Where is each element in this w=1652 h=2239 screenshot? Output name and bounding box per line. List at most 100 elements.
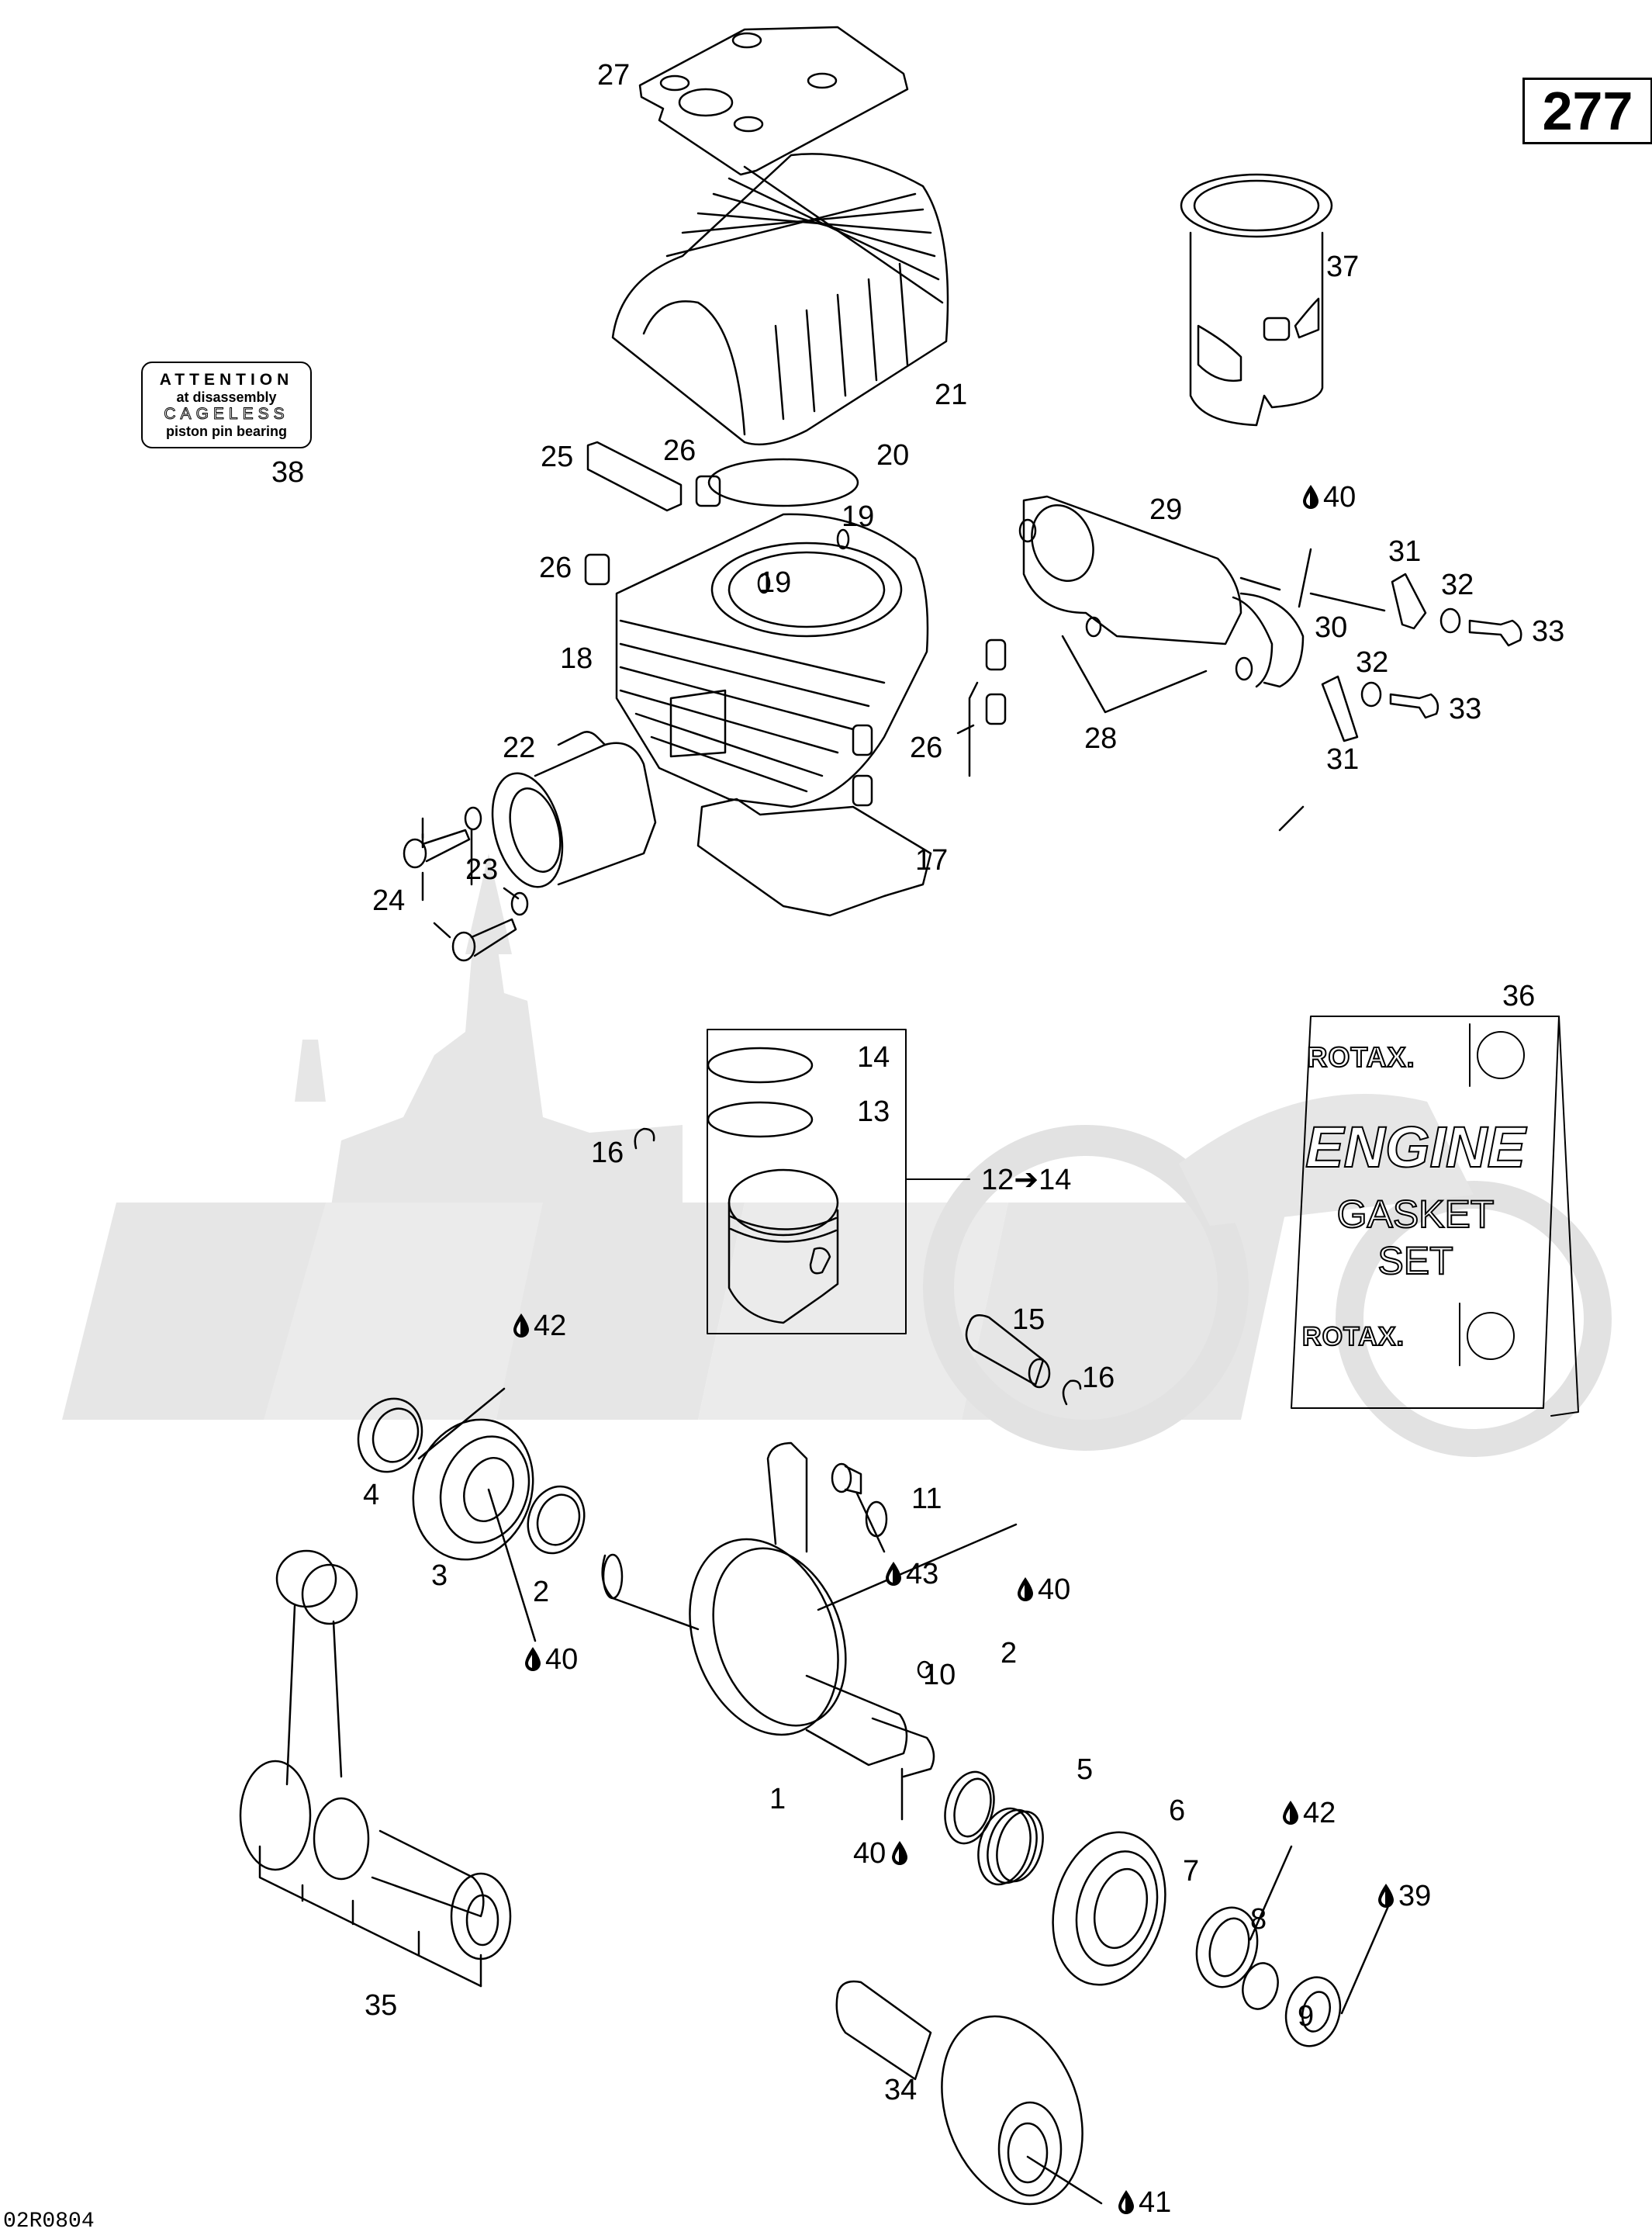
callout-number: 19: [842, 500, 875, 533]
callout-29[interactable]: 29: [1149, 495, 1182, 524]
callout-16[interactable]: 16: [1082, 1363, 1115, 1393]
page-number: 277: [1522, 78, 1652, 144]
callout-number: 2: [1001, 1637, 1018, 1670]
callout-8[interactable]: 8: [1250, 1905, 1267, 1934]
callout-number: 32: [1441, 569, 1474, 601]
callout-40[interactable]: 40: [1016, 1575, 1070, 1604]
callout-20[interactable]: 20: [876, 441, 909, 470]
callout-36[interactable]: 36: [1502, 980, 1536, 1012]
circlip-part: [634, 1127, 655, 1150]
callout-number: 33: [1532, 615, 1565, 648]
callout-23[interactable]: 23: [465, 855, 498, 884]
piston-kit-range-label[interactable]: 12➔14: [981, 1164, 1072, 1196]
callout-number: 41: [1139, 2186, 1172, 2219]
callout-32[interactable]: 32: [1441, 570, 1474, 600]
callout-16[interactable]: 16: [591, 1138, 624, 1168]
callout-19[interactable]: 19: [842, 502, 874, 531]
callout-22[interactable]: 22: [503, 733, 535, 763]
nut-part: [1284, 1976, 1342, 2047]
screw-part: [1468, 619, 1522, 647]
gasket-kit-label: ROTAX. ENGINE GASKET SET ROTAX.: [1287, 1013, 1543, 1407]
callout-41[interactable]: 41: [1117, 2188, 1171, 2217]
rubber-block-part: [985, 638, 1007, 671]
callout-15[interactable]: 15: [1012, 1305, 1045, 1334]
callout-21[interactable]: 21: [935, 380, 967, 410]
callout-number: 2: [533, 1576, 550, 1608]
callout-3[interactable]: 3: [431, 1561, 448, 1590]
callout-7[interactable]: 7: [1183, 1857, 1199, 1886]
callout-40[interactable]: 40: [524, 1645, 578, 1674]
callout-13[interactable]: 13: [857, 1097, 890, 1126]
callout-10[interactable]: 10: [923, 1660, 956, 1690]
callout-40[interactable]: 40: [1301, 483, 1356, 512]
callout-33[interactable]: 33: [1449, 694, 1481, 724]
callout-number: 20: [876, 439, 910, 472]
screw-part: [403, 829, 471, 869]
callout-4[interactable]: 4: [363, 1480, 379, 1510]
callout-number: 15: [1012, 1303, 1045, 1336]
lock-washer-part: [510, 891, 529, 916]
piston-kit-frame: [707, 1029, 907, 1334]
callout-42[interactable]: 42: [1281, 1798, 1336, 1828]
callout-28[interactable]: 28: [1084, 724, 1117, 753]
kit-title-engine: ENGINE: [1305, 1114, 1526, 1180]
gasket-kit-package: [1291, 1016, 1579, 1417]
ball-bearing-part: [1052, 1831, 1166, 1986]
callout-2[interactable]: 2: [1001, 1639, 1017, 1668]
callout-number: 8: [1250, 1903, 1267, 1936]
callout-34[interactable]: 34: [884, 2075, 917, 2105]
callout-40[interactable]: 40: [853, 1839, 909, 1868]
callout-number: 37: [1326, 251, 1360, 283]
ball-bearing-part: [412, 1418, 534, 1561]
oil-drop-icon: [1016, 1576, 1035, 1602]
oil-drop-icon: [884, 1560, 903, 1587]
callout-14[interactable]: 14: [857, 1043, 890, 1072]
callout-38[interactable]: 38: [271, 456, 305, 489]
callout-35[interactable]: 35: [365, 1991, 397, 2020]
callout-number: 28: [1084, 722, 1118, 755]
callout-11[interactable]: 11: [911, 1484, 942, 1514]
crankshaft-half-part: [835, 1980, 1083, 2206]
callout-32[interactable]: 32: [1356, 648, 1388, 677]
notice-line-4: piston pin bearing: [166, 424, 287, 439]
callout-31[interactable]: 31: [1388, 537, 1421, 566]
cylinder-liner-part: [1180, 173, 1333, 427]
callout-number: 40: [545, 1643, 579, 1676]
callout-24[interactable]: 24: [372, 886, 405, 915]
callout-26[interactable]: 26: [910, 733, 942, 763]
callout-31[interactable]: 31: [1326, 745, 1359, 774]
callout-26[interactable]: 26: [539, 553, 572, 583]
callout-33[interactable]: 33: [1532, 617, 1564, 646]
circlip-part: [1062, 1379, 1082, 1406]
callout-number: 13: [857, 1095, 890, 1128]
callout-18[interactable]: 18: [560, 644, 593, 673]
callout-number: 17: [915, 844, 949, 877]
callout-37[interactable]: 37: [1326, 252, 1359, 282]
rubber-block-part: [695, 475, 721, 507]
lock-washer-part: [464, 806, 482, 831]
callout-2[interactable]: 2: [533, 1577, 549, 1607]
callout-26[interactable]: 26: [663, 436, 696, 465]
callout-27[interactable]: 27: [597, 61, 630, 90]
callout-30[interactable]: 30: [1315, 613, 1347, 642]
callout-number: 4: [363, 1479, 380, 1511]
callout-43[interactable]: 43: [884, 1559, 938, 1589]
callout-1[interactable]: 1: [769, 1784, 786, 1814]
cylinder-head-part: [611, 153, 949, 446]
piston-pin-part: [965, 1313, 1051, 1389]
callout-39[interactable]: 39: [1377, 1881, 1431, 1911]
callout-42[interactable]: 42: [512, 1311, 566, 1341]
washer-part: [1439, 607, 1461, 634]
callout-number: 32: [1356, 646, 1389, 679]
callout-19[interactable]: 19: [759, 568, 791, 597]
callout-6[interactable]: 6: [1169, 1796, 1185, 1825]
deflector-part: [586, 441, 683, 512]
callout-number: 9: [1298, 2000, 1315, 2033]
callout-25[interactable]: 25: [541, 442, 573, 472]
callout-9[interactable]: 9: [1298, 2002, 1314, 2031]
spring-part: [977, 1807, 1044, 1886]
callout-17[interactable]: 17: [915, 846, 948, 875]
callout-5[interactable]: 5: [1077, 1755, 1093, 1784]
base-gasket-part: [696, 798, 932, 917]
notice-line-3: CAGELESS: [164, 405, 289, 424]
